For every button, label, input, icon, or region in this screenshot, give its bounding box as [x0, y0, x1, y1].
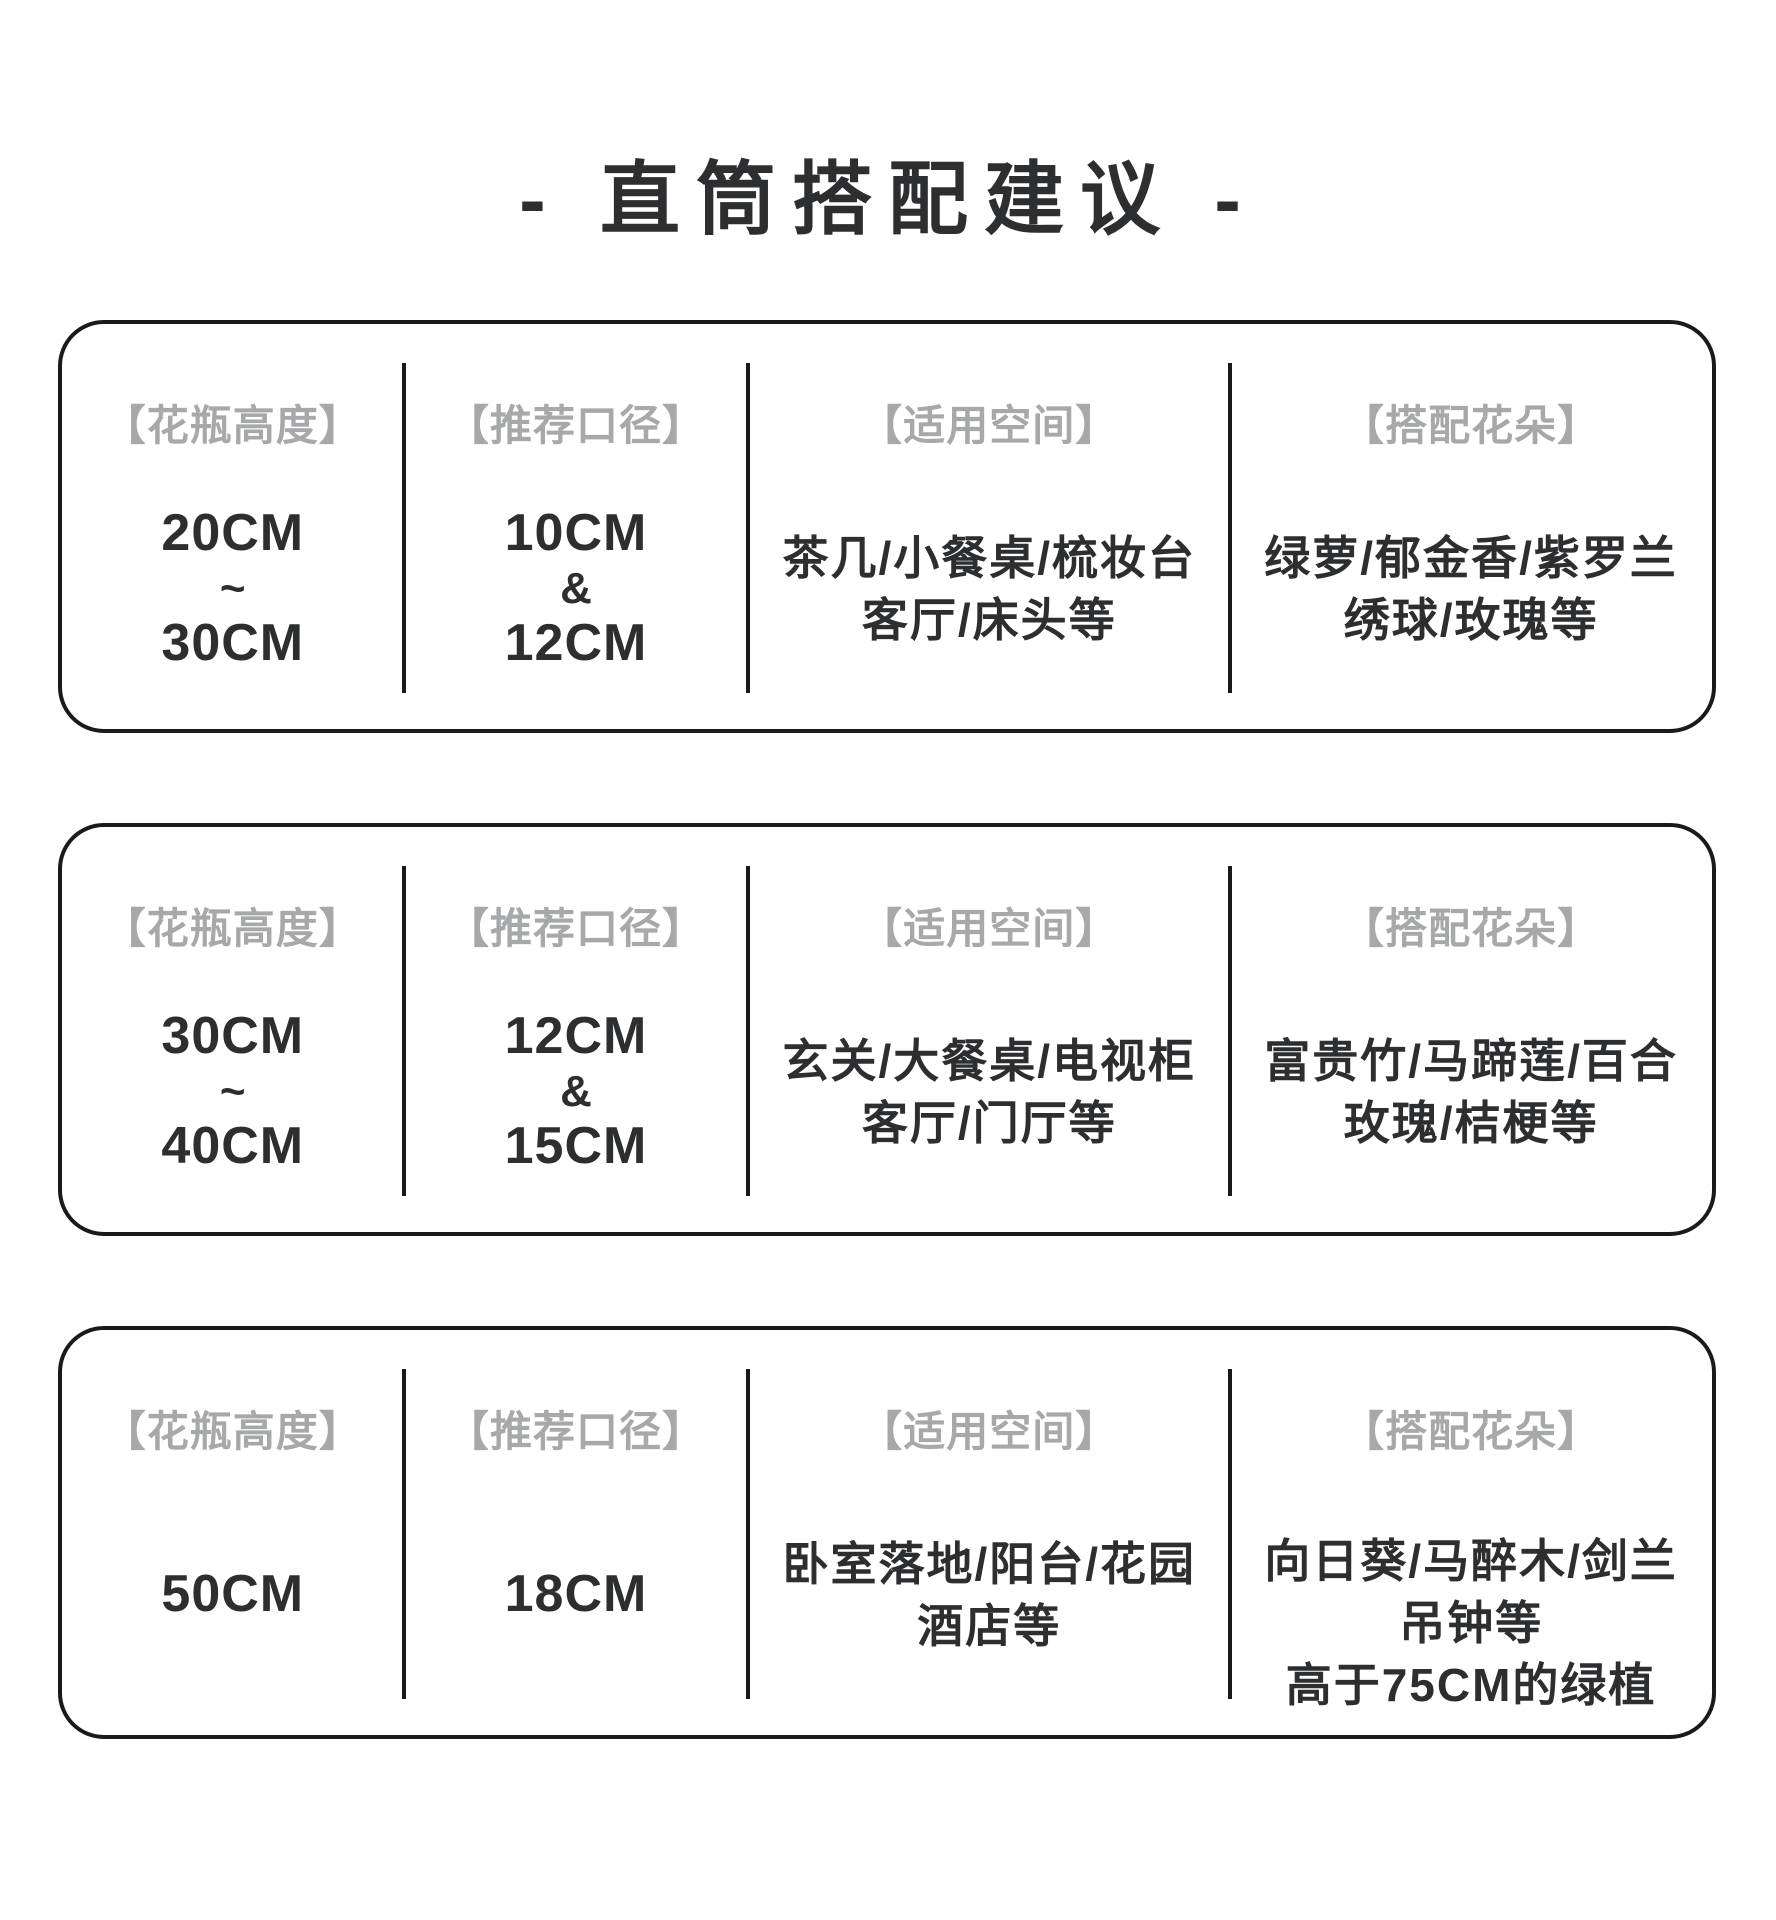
value-line: 茶几/小餐桌/梳妆台	[782, 531, 1197, 584]
pairing-card-medium: 【花瓶高度】 30CM ~ 40CM 【推荐口径】 12CM & 15CM 【适…	[58, 823, 1716, 1236]
value-line: 绿萝/郁金香/紫罗兰	[1264, 531, 1678, 584]
column-diameter: 【推荐口径】 18CM	[404, 1330, 751, 1735]
flowers-header: 【搭配花朵】	[1342, 905, 1601, 952]
value-line: ~	[219, 1067, 246, 1116]
pairing-card-large: 【花瓶高度】 50CM 【推荐口径】 18CM 【适用空间】 卧室落地/阳台/花…	[58, 1326, 1716, 1739]
value-line: 酒店等	[917, 1599, 1062, 1652]
value-line: ~	[219, 564, 246, 613]
space-values: 卧室落地/阳台/花园 酒店等	[783, 1454, 1197, 1735]
value-line: 高于75CM的绿植	[1285, 1658, 1657, 1711]
diameter-values: 12CM & 15CM	[505, 951, 648, 1232]
column-space: 【适用空间】 玄关/大餐桌/电视柜 客厅/门厅等	[748, 827, 1232, 1232]
value-line: 40CM	[161, 1117, 305, 1175]
column-vase-height: 【花瓶高度】 20CM ~ 30CM	[62, 324, 406, 729]
vase-height-header: 【花瓶高度】	[103, 905, 362, 952]
column-space: 【适用空间】 茶几/小餐桌/梳妆台 客厅/床头等	[748, 324, 1232, 729]
vase-height-header: 【花瓶高度】	[103, 402, 362, 449]
value-line: 15CM	[504, 1117, 648, 1175]
value-line: 10CM	[504, 504, 648, 562]
value-line: 客厅/床头等	[861, 593, 1117, 646]
flowers-header: 【搭配花朵】	[1342, 1408, 1601, 1455]
pairing-card-small: 【花瓶高度】 20CM ~ 30CM 【推荐口径】 10CM & 12CM 【适…	[58, 320, 1716, 733]
value-line: 20CM	[161, 504, 305, 562]
value-line: 吊钟等	[1399, 1596, 1544, 1649]
column-flowers: 【搭配花朵】 富贵竹/马蹄莲/百合 玫瑰/桔梗等	[1230, 827, 1712, 1232]
diameter-values: 18CM	[505, 1454, 648, 1735]
column-vase-height: 【花瓶高度】 50CM	[62, 1330, 406, 1735]
space-values: 茶几/小餐桌/梳妆台 客厅/床头等	[783, 448, 1197, 729]
column-space: 【适用空间】 卧室落地/阳台/花园 酒店等	[748, 1330, 1232, 1735]
vase-height-values: 20CM ~ 30CM	[161, 448, 304, 729]
value-line: 玫瑰/桔梗等	[1343, 1096, 1599, 1149]
value-line: 50CM	[161, 1565, 305, 1623]
value-line: 玄关/大餐桌/电视柜	[782, 1034, 1197, 1087]
space-values: 玄关/大餐桌/电视柜 客厅/门厅等	[783, 951, 1197, 1232]
column-vase-height: 【花瓶高度】 30CM ~ 40CM	[62, 827, 406, 1232]
flowers-header: 【搭配花朵】	[1342, 402, 1601, 449]
column-flowers: 【搭配花朵】 绿萝/郁金香/紫罗兰 绣球/玫瑰等	[1230, 324, 1712, 729]
column-diameter: 【推荐口径】 12CM & 15CM	[404, 827, 751, 1232]
diameter-header: 【推荐口径】	[446, 905, 705, 952]
value-line: 12CM	[504, 1007, 648, 1065]
value-line: 12CM	[504, 614, 648, 672]
space-header: 【适用空间】	[860, 905, 1119, 952]
diameter-header: 【推荐口径】	[446, 402, 705, 449]
page-title: - 直筒搭配建议 -	[519, 155, 1257, 244]
value-line: 18CM	[504, 1565, 648, 1623]
space-header: 【适用空间】	[860, 402, 1119, 449]
diameter-header: 【推荐口径】	[446, 1408, 705, 1455]
diameter-values: 10CM & 12CM	[505, 448, 648, 729]
vase-height-values: 50CM	[161, 1454, 304, 1735]
value-line: 绣球/玫瑰等	[1343, 593, 1599, 646]
value-line: 向日葵/马醉木/剑兰	[1264, 1534, 1678, 1587]
column-flowers: 【搭配花朵】 向日葵/马醉木/剑兰 吊钟等 高于75CM的绿植	[1230, 1330, 1712, 1735]
value-line: 30CM	[161, 1007, 305, 1065]
value-line: 卧室落地/阳台/花园	[782, 1537, 1197, 1590]
value-line: &	[560, 564, 592, 613]
value-line: 30CM	[161, 614, 305, 672]
value-line: 客厅/门厅等	[861, 1096, 1117, 1149]
column-diameter: 【推荐口径】 10CM & 12CM	[404, 324, 751, 729]
value-line: &	[560, 1067, 592, 1116]
vase-height-values: 30CM ~ 40CM	[161, 951, 304, 1232]
flowers-values: 绿萝/郁金香/紫罗兰 绣球/玫瑰等	[1264, 448, 1678, 729]
vase-height-header: 【花瓶高度】	[103, 1408, 362, 1455]
value-line: 富贵竹/马蹄莲/百合	[1264, 1034, 1678, 1087]
flowers-values: 富贵竹/马蹄莲/百合 玫瑰/桔梗等	[1264, 951, 1678, 1232]
flowers-values: 向日葵/马醉木/剑兰 吊钟等 高于75CM的绿植	[1264, 1454, 1678, 1735]
space-header: 【适用空间】	[860, 1408, 1119, 1455]
